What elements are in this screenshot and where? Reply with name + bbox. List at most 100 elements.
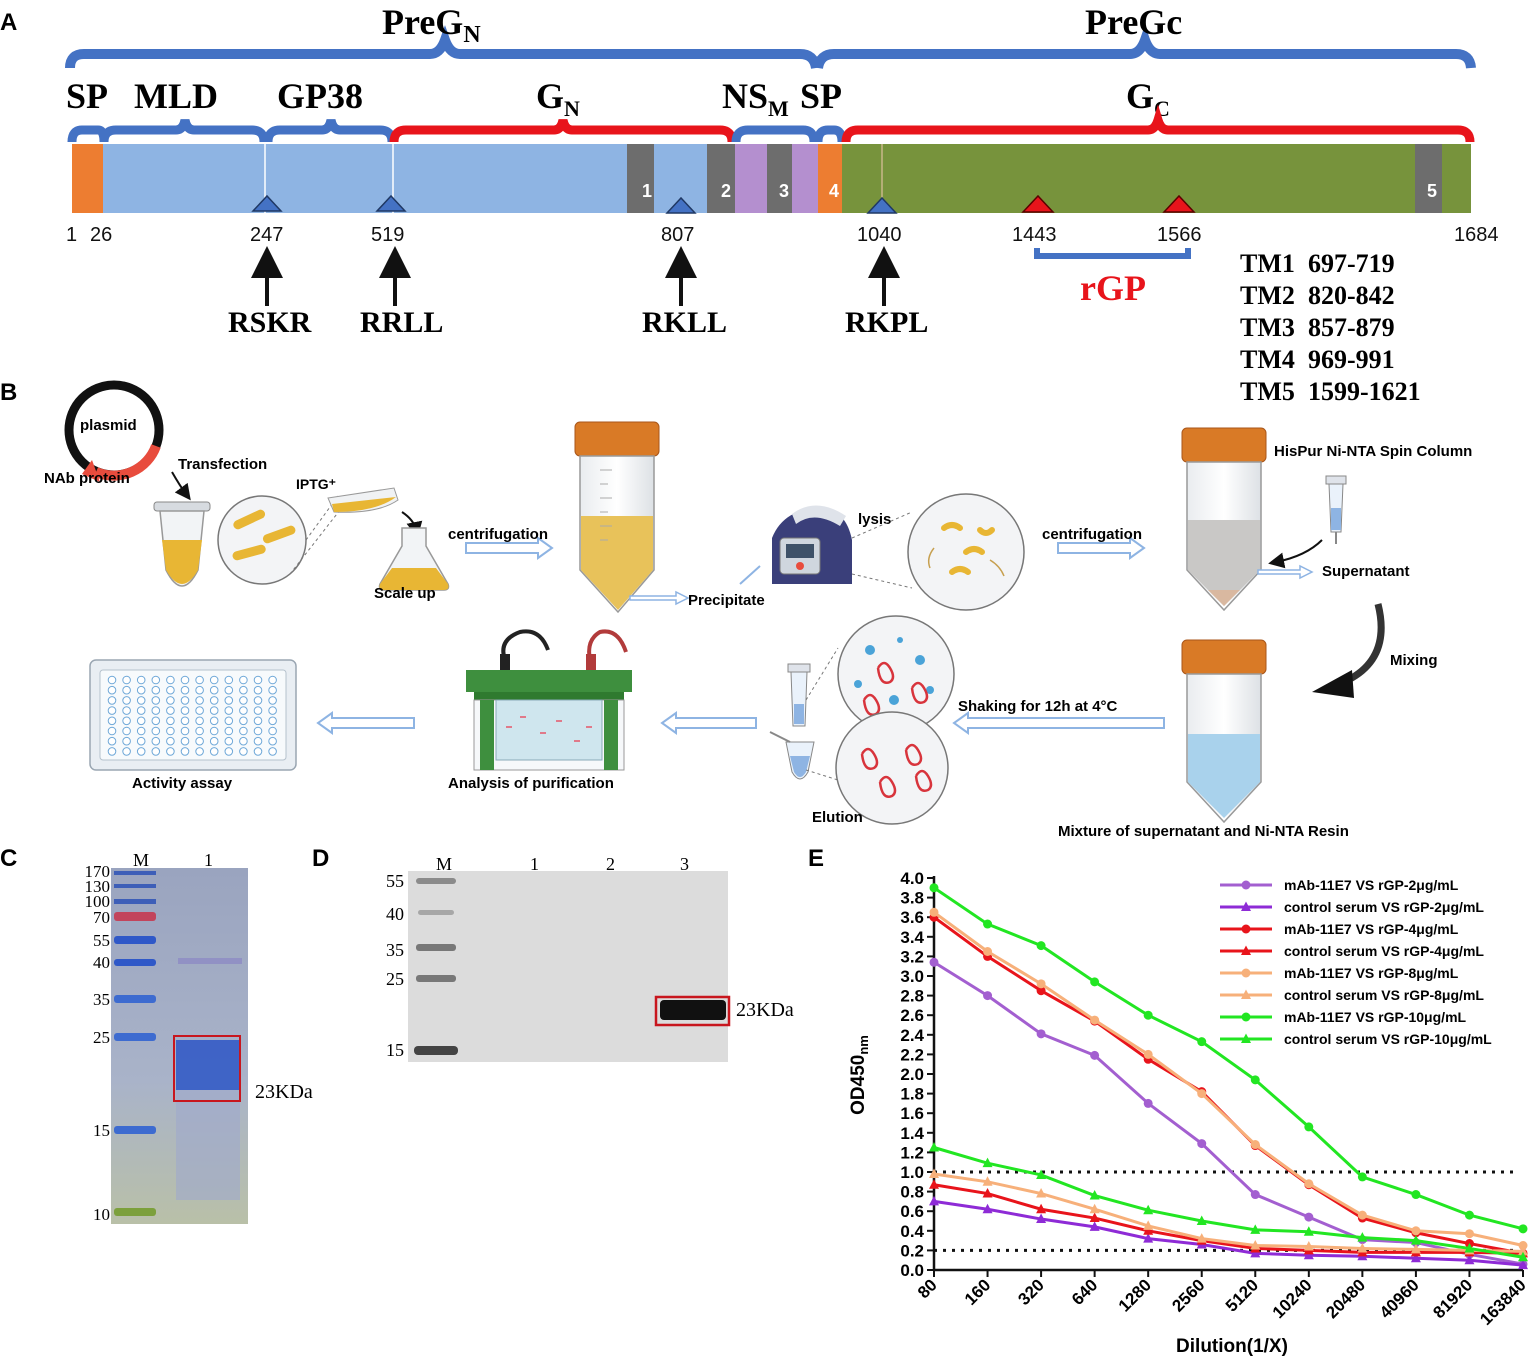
y-tick-label: 2.2 (900, 1045, 924, 1064)
supernatant-arrow (1257, 564, 1314, 580)
well (253, 747, 263, 756)
data-point (1089, 1221, 1100, 1231)
lane-label: 1 (204, 850, 213, 870)
tm-name: TM1 (1240, 249, 1295, 278)
activity-label: Activity assay (132, 775, 233, 792)
domain-gn-label: GN (536, 76, 580, 121)
well (166, 675, 175, 685)
well (253, 736, 263, 746)
data-point (1089, 1203, 1100, 1214)
well (151, 685, 161, 695)
position-1684: 1684 (1454, 224, 1499, 246)
y-tick-label: 0.8 (900, 1183, 924, 1202)
well (166, 747, 175, 756)
data-point (1357, 1172, 1367, 1182)
well (268, 736, 277, 746)
data-point (1250, 1240, 1261, 1250)
precipitate-label: Precipitate (688, 592, 765, 609)
well (253, 706, 263, 715)
well (180, 675, 190, 685)
series-line (933, 886, 1524, 1231)
mixture-label: Mixture of supernatant and Ni-NTA Resin (1058, 823, 1349, 840)
process-arrows (316, 536, 1165, 735)
rgp-label: rGP (1080, 268, 1146, 308)
protein-bar (72, 144, 1471, 213)
tm-name: TM3 (1240, 313, 1295, 342)
y-tick-label: 2.8 (900, 987, 924, 1006)
y-tick-label: 2.0 (900, 1065, 924, 1084)
position-1: 1 (66, 224, 77, 246)
tm-name: TM5 (1240, 377, 1295, 406)
tm3-number: 3 (779, 181, 789, 201)
well (209, 696, 219, 705)
western-blot (408, 871, 728, 1062)
y-tick-label: 0.4 (900, 1222, 924, 1241)
well (253, 675, 263, 685)
data-point (1089, 1190, 1100, 1200)
position-519: 519 (371, 224, 404, 246)
well (239, 685, 248, 695)
shaking-label: Shaking for 12h at 4°C (958, 698, 1118, 715)
panel-label-a: A (0, 9, 17, 36)
centrifugation-label: centrifugation (448, 526, 548, 543)
cleavage-site-rskr: RSKR (228, 306, 312, 339)
domain-sp2-label: SP (800, 76, 842, 116)
well (239, 736, 248, 746)
band-highlight-box-d (654, 995, 731, 1027)
marker-label: 170 (85, 862, 111, 881)
position-1566: 1566 (1157, 224, 1202, 246)
data-point (1036, 979, 1046, 989)
data-point (1197, 1037, 1207, 1047)
y-tick-label: 1.2 (900, 1143, 924, 1162)
position-807: 807 (661, 224, 694, 246)
data-point (1143, 1220, 1154, 1230)
data-point (982, 1188, 993, 1198)
well (122, 675, 131, 685)
well (166, 716, 175, 726)
marker-label: 100 (85, 892, 111, 911)
transfection-arrow (171, 471, 191, 501)
well (268, 716, 277, 726)
data-point (1143, 1233, 1154, 1243)
well (136, 726, 146, 736)
well (180, 747, 190, 756)
band-highlight-box (173, 1035, 241, 1102)
marker-label: 10 (93, 1205, 110, 1224)
well (195, 726, 204, 736)
y-tick-label: 3.6 (900, 908, 924, 927)
data-point (983, 919, 993, 929)
well (268, 675, 277, 685)
well (253, 716, 263, 726)
data-point (1143, 1204, 1154, 1215)
data-point (1197, 1089, 1207, 1099)
cleavage-site-rkpl: RKPL (845, 306, 928, 339)
well (107, 685, 117, 695)
tm-table: TM1 697-719 TM2 820-842 TM3 857-879 TM4 … (1240, 249, 1421, 406)
well (180, 716, 190, 726)
domain-nsm-label: NSM (722, 76, 789, 121)
data-point (1304, 1122, 1314, 1132)
conical-tube-icon (574, 421, 660, 614)
series-line (933, 1199, 1524, 1267)
well (239, 747, 248, 756)
position-1443: 1443 (1012, 224, 1057, 246)
legend-label: mAb-11E7 VS rGP-8μg/mL (1284, 965, 1459, 981)
plasmid-label: plasmid (80, 417, 137, 434)
y-tick-label: 3.8 (900, 889, 924, 908)
well (209, 747, 219, 756)
well (253, 696, 263, 705)
legend-marker (1241, 945, 1251, 955)
well (209, 675, 219, 685)
data-point (1196, 1233, 1207, 1243)
marker-label: 70 (93, 908, 110, 927)
lysis-circle-icon (851, 493, 1025, 611)
data-point (1357, 1210, 1367, 1220)
well (195, 675, 204, 685)
well (209, 716, 219, 726)
elisa-chart: 0.00.20.40.60.81.01.21.41.61.82.02.22.42… (900, 869, 1529, 1329)
well (107, 736, 117, 746)
data-point (1143, 1010, 1153, 1020)
well (166, 736, 175, 746)
legend-label: mAb-11E7 VS rGP-4μg/mL (1284, 921, 1459, 937)
panel-label-e: E (808, 845, 824, 872)
